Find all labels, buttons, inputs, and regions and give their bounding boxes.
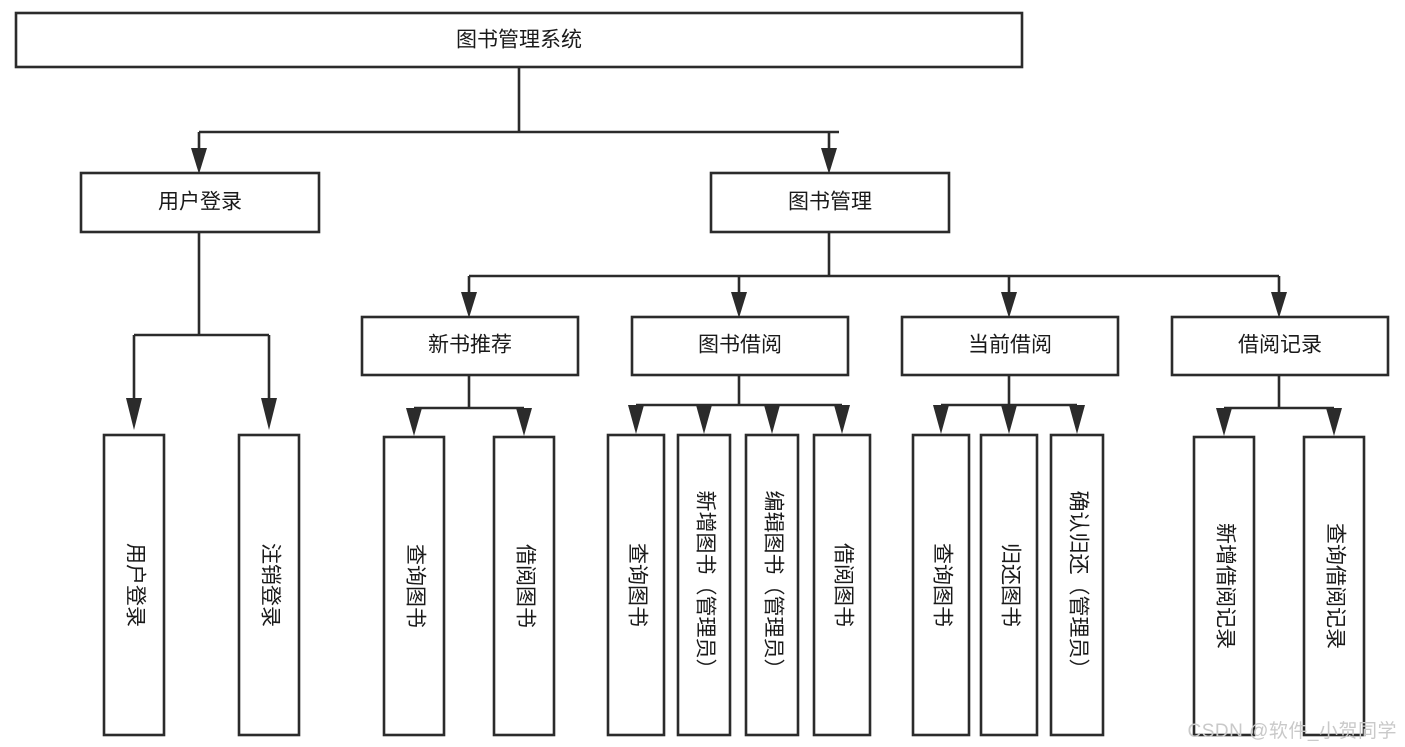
node-new-book-rec-label: 新书推荐 <box>428 334 512 357</box>
node-leaf-user-login-label: 用户登录 <box>123 543 146 627</box>
node-leaf-edit-book-label: 编辑图书（管理员） <box>761 491 784 680</box>
arrow-to-book-borrow <box>731 292 747 318</box>
node-leaf-add-record[interactable]: 新增借阅记录 <box>1192 435 1256 737</box>
arrow-to-borrow-record <box>1271 292 1287 318</box>
node-leaf-query-book-3-label: 查询图书 <box>930 543 953 627</box>
node-leaf-return-book-box[interactable] <box>979 433 1039 737</box>
arrow-to-leaf-query-book-1 <box>406 408 422 436</box>
node-book-manage-label: 图书管理 <box>788 191 872 214</box>
arrow-to-leaf-add-record <box>1216 408 1232 436</box>
node-new-book-rec-box[interactable] <box>360 315 580 377</box>
node-leaf-borrow-book-2[interactable]: 借阅图书 <box>812 433 872 737</box>
node-leaf-user-login-box[interactable] <box>102 433 166 737</box>
node-layer: 图书管理系统 用户登录 图书管理 新书推荐 图书借阅 <box>14 11 1390 737</box>
node-current-borrow[interactable]: 当前借阅 <box>900 315 1120 377</box>
arrow-to-leaf-logout <box>261 398 277 430</box>
node-root-label: 图书管理系统 <box>456 29 582 52</box>
arrow-to-new-book-rec <box>461 292 477 318</box>
arrow-to-leaf-confirm-return <box>1069 405 1085 434</box>
arrow-to-user-login <box>191 148 207 174</box>
connector-layer <box>126 67 1342 436</box>
node-leaf-logout[interactable]: 注销登录 <box>237 433 301 737</box>
node-leaf-add-book-box[interactable] <box>676 433 732 737</box>
node-borrow-record[interactable]: 借阅记录 <box>1170 315 1390 377</box>
node-leaf-query-book-2-box[interactable] <box>606 433 666 737</box>
node-book-manage[interactable]: 图书管理 <box>709 171 951 234</box>
node-leaf-confirm-return-box[interactable] <box>1049 433 1105 737</box>
node-leaf-confirm-return-label: 确认归还（管理员） <box>1066 491 1089 680</box>
arrow-to-leaf-user-login <box>126 398 142 430</box>
node-new-book-rec[interactable]: 新书推荐 <box>360 315 580 377</box>
node-root[interactable]: 图书管理系统 <box>14 11 1024 69</box>
node-root-box[interactable] <box>14 11 1024 69</box>
node-leaf-borrow-book-1-box[interactable] <box>492 435 556 737</box>
node-leaf-query-book-1-box[interactable] <box>382 435 446 737</box>
node-leaf-confirm-return[interactable]: 确认归还（管理员） <box>1049 433 1105 737</box>
node-book-manage-box[interactable] <box>709 171 951 234</box>
node-leaf-borrow-book-2-box[interactable] <box>812 433 872 737</box>
arrow-to-leaf-query-record <box>1326 408 1342 436</box>
node-book-borrow[interactable]: 图书借阅 <box>630 315 850 377</box>
node-current-borrow-box[interactable] <box>900 315 1120 377</box>
node-leaf-return-book-label: 归还图书 <box>998 543 1021 627</box>
node-leaf-edit-book-box[interactable] <box>744 433 800 737</box>
node-leaf-borrow-book-2-label: 借阅图书 <box>831 543 854 627</box>
node-borrow-record-label: 借阅记录 <box>1238 334 1322 357</box>
arrow-to-leaf-query-book-3 <box>933 405 949 434</box>
node-leaf-query-book-1-label: 查询图书 <box>403 544 426 628</box>
node-book-borrow-box[interactable] <box>630 315 850 377</box>
node-leaf-query-record[interactable]: 查询借阅记录 <box>1302 435 1366 737</box>
node-leaf-add-record-label: 新增借阅记录 <box>1213 523 1236 649</box>
csdn-watermark: CSDN @软件_小贺同学 <box>1187 721 1397 742</box>
node-leaf-borrow-book-1-label: 借阅图书 <box>513 544 536 628</box>
arrow-to-leaf-return-book <box>1001 405 1017 434</box>
arrow-to-book-manage <box>821 148 837 174</box>
node-user-login-box[interactable] <box>79 171 321 234</box>
node-borrow-record-box[interactable] <box>1170 315 1390 377</box>
node-leaf-query-record-label: 查询借阅记录 <box>1323 523 1346 649</box>
node-leaf-query-book-2-label: 查询图书 <box>625 543 648 627</box>
node-leaf-borrow-book-1[interactable]: 借阅图书 <box>492 435 556 737</box>
node-leaf-add-book[interactable]: 新增图书（管理员） <box>676 433 732 737</box>
node-leaf-query-book-3-box[interactable] <box>911 433 971 737</box>
node-leaf-user-login[interactable]: 用户登录 <box>102 433 166 737</box>
arrow-to-leaf-edit-book <box>764 405 780 434</box>
node-leaf-query-book-2[interactable]: 查询图书 <box>606 433 666 737</box>
node-leaf-add-book-label: 新增图书（管理员） <box>693 491 716 680</box>
arrow-to-leaf-add-book <box>696 405 712 434</box>
arrow-to-leaf-query-book-2 <box>628 405 644 434</box>
node-leaf-logout-box[interactable] <box>237 433 301 737</box>
node-current-borrow-label: 当前借阅 <box>968 334 1052 357</box>
arrow-to-current-borrow <box>1001 292 1017 318</box>
node-leaf-query-book-1[interactable]: 查询图书 <box>382 435 446 737</box>
node-user-login-label: 用户登录 <box>158 191 242 214</box>
arrow-to-leaf-borrow-book-2 <box>834 405 850 434</box>
node-book-borrow-label: 图书借阅 <box>698 334 782 357</box>
node-leaf-logout-label: 注销登录 <box>258 543 281 627</box>
node-leaf-query-book-3[interactable]: 查询图书 <box>911 433 971 737</box>
node-leaf-add-record-box[interactable] <box>1192 435 1256 737</box>
node-user-login[interactable]: 用户登录 <box>79 171 321 234</box>
node-leaf-edit-book[interactable]: 编辑图书（管理员） <box>744 433 800 737</box>
node-leaf-return-book[interactable]: 归还图书 <box>979 433 1039 737</box>
node-leaf-query-record-box[interactable] <box>1302 435 1366 737</box>
arrow-to-leaf-borrow-book-1 <box>516 408 532 436</box>
